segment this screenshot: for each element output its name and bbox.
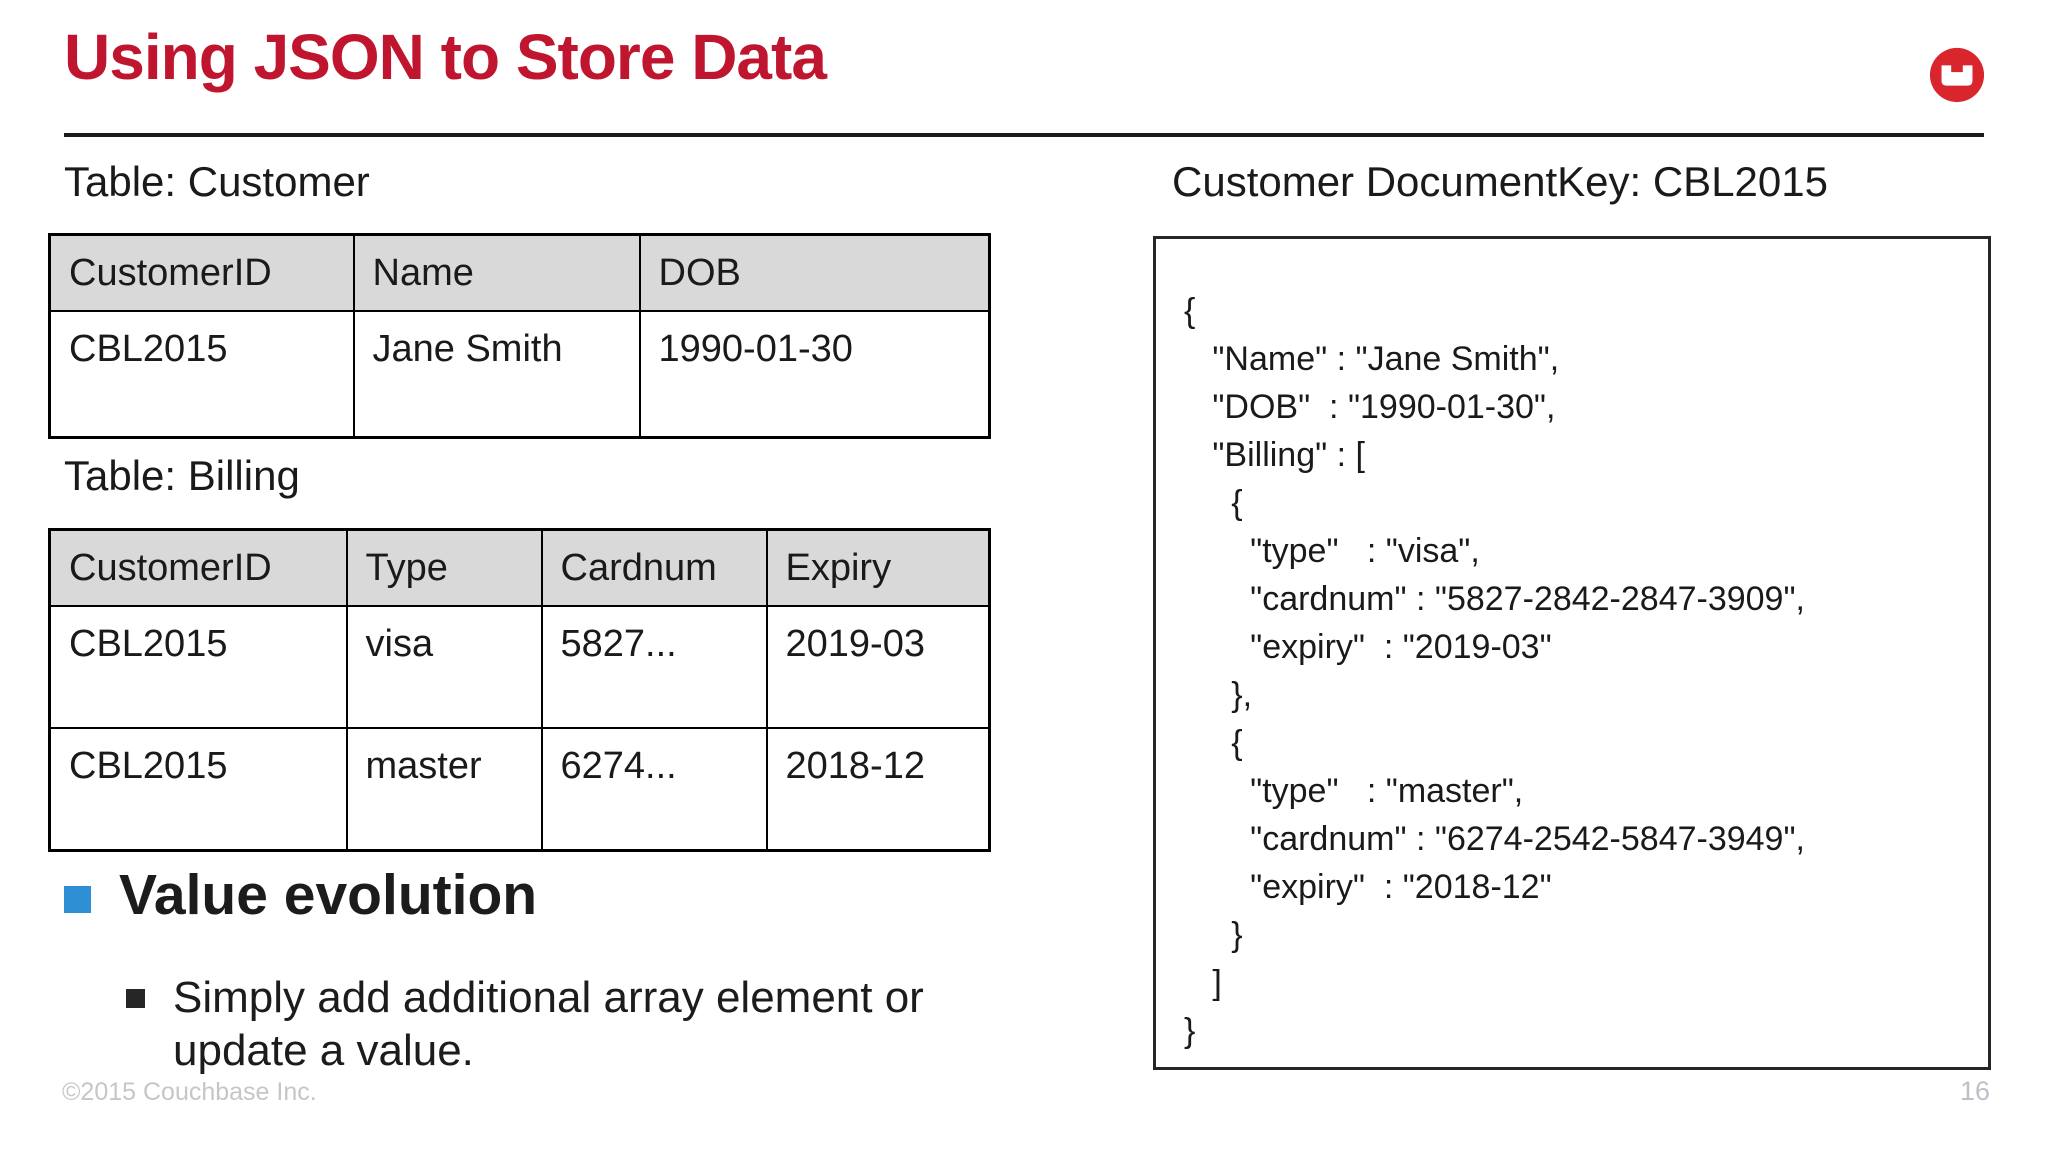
- sub-bullet-item: Simply add additional array element or u…: [126, 972, 1053, 1078]
- billing-table: CustomerID Type Cardnum Expiry CBL2015 v…: [48, 528, 991, 852]
- json-code-line: "expiry" : "2018-12": [1184, 868, 1552, 906]
- billing-cell-expiry: 2019-03: [765, 605, 991, 729]
- customer-cell-name: Jane Smith: [352, 310, 641, 439]
- billing-cell-expiry: 2018-12: [765, 727, 991, 852]
- json-code-line: "DOB" : "1990-01-30",: [1184, 388, 1556, 426]
- customer-cell-dob: 1990-01-30: [638, 310, 991, 439]
- billing-header-cardnum: Cardnum: [540, 528, 768, 607]
- json-code-line: "cardnum" : "5827-2842-2847-3909",: [1184, 580, 1805, 618]
- billing-cell-cardnum: 6274...: [540, 727, 768, 852]
- bullet-square-icon: [64, 885, 91, 913]
- json-code-line: "cardnum" : "6274-2542-5847-3949",: [1184, 820, 1805, 858]
- document-key-heading: Customer DocumentKey: CBL2015: [1172, 158, 1828, 205]
- json-code-line: {: [1184, 484, 1243, 522]
- customer-header-dob: DOB: [638, 233, 991, 312]
- json-code-line: }: [1184, 1012, 1196, 1050]
- customer-cell-customerid: CBL2015: [48, 310, 355, 439]
- bullet-item-value-evolution: Value evolution: [64, 862, 537, 928]
- billing-table-header-row: CustomerID Type Cardnum Expiry: [48, 528, 991, 607]
- table-row: CBL2015 Jane Smith 1990-01-30: [48, 310, 991, 439]
- page-number: 16: [1959, 1076, 1990, 1106]
- customer-table-header-row: CustomerID Name DOB: [48, 233, 991, 312]
- json-code-line: ]: [1184, 964, 1222, 1002]
- json-code-line: "Billing" : [: [1184, 436, 1365, 474]
- billing-cell-type: visa: [345, 605, 543, 729]
- json-code-line: "Name" : "Jane Smith",: [1184, 340, 1560, 378]
- billing-table-caption: Table: Billing: [64, 452, 300, 499]
- billing-header-customerid: CustomerID: [48, 528, 348, 607]
- json-code-line: {: [1184, 724, 1243, 762]
- billing-header-expiry: Expiry: [765, 528, 991, 607]
- json-document-box: { "Name" : "Jane Smith", "DOB" : "1990-0…: [1153, 236, 1991, 1070]
- slide-title: Using JSON to Store Data: [64, 21, 827, 93]
- sub-bullet-text: Simply add additional array element or u…: [173, 973, 924, 1075]
- customer-table: CustomerID Name DOB CBL2015 Jane Smith 1…: [48, 233, 991, 439]
- billing-cell-customerid: CBL2015: [48, 605, 348, 729]
- title-divider-line: [64, 133, 1984, 137]
- customer-header-name: Name: [352, 233, 641, 312]
- sub-bullet-square-icon: [126, 989, 145, 1008]
- json-code-line: "type" : "master",: [1184, 772, 1524, 810]
- table-row: CBL2015 visa 5827... 2019-03: [48, 605, 991, 729]
- billing-cell-cardnum: 5827...: [540, 605, 768, 729]
- copyright-text: ©2015 Couchbase Inc.: [62, 1078, 317, 1106]
- bullet-label: Value evolution: [119, 863, 538, 927]
- billing-cell-customerid: CBL2015: [48, 727, 348, 852]
- billing-header-type: Type: [345, 528, 543, 607]
- couchbase-logo-icon: [1929, 47, 1985, 103]
- json-code-line: "expiry" : "2019-03": [1184, 628, 1552, 666]
- table-row: CBL2015 master 6274... 2018-12: [48, 727, 991, 852]
- customer-header-customerid: CustomerID: [48, 233, 355, 312]
- json-code-line: {: [1184, 292, 1196, 330]
- billing-cell-type: master: [345, 727, 543, 852]
- json-code-line: }: [1184, 916, 1243, 954]
- json-code-line: },: [1184, 676, 1253, 714]
- json-code-line: "type" : "visa",: [1184, 532, 1480, 570]
- customer-table-caption: Table: Customer: [64, 158, 370, 205]
